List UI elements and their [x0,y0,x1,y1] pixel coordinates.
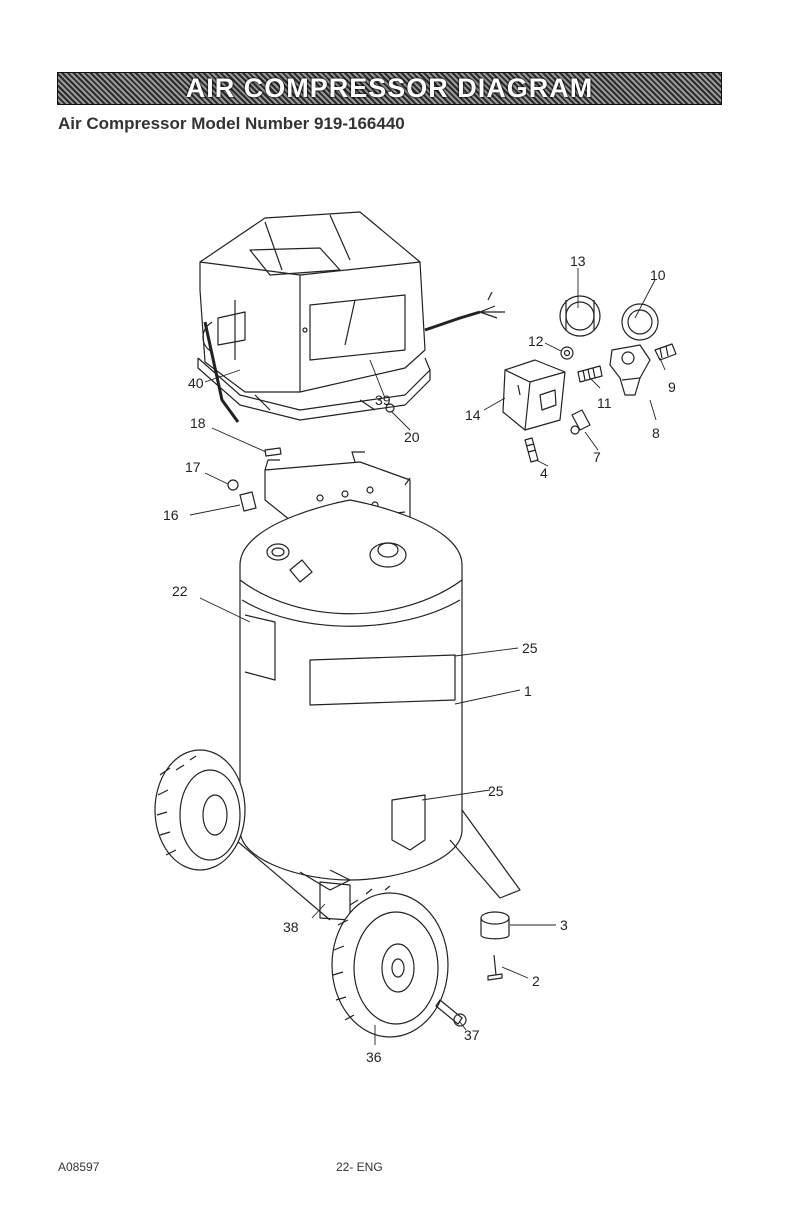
nut-12 [561,347,573,359]
callout-38: 38 [283,919,299,935]
callout-18: 18 [190,415,206,431]
callout-7: 7 [593,449,601,465]
callout-3: 3 [560,917,568,933]
callout-11: 11 [597,395,612,411]
callout-40: 40 [188,375,204,391]
rubber-foot-3 [481,912,509,939]
callout-9: 9 [668,379,676,395]
callout-37: 37 [464,1027,480,1043]
gauge-13 [560,296,600,336]
callout-12: 12 [528,333,544,349]
callout-22: 22 [172,583,188,599]
callout-16: 16 [163,507,179,523]
wheel-left [155,750,245,870]
pressure-switch [503,360,565,430]
callout-20: 20 [404,429,420,445]
fitting-16 [240,492,256,511]
page-number: 22- ENG [336,1160,383,1174]
callout-39: 39 [375,392,391,408]
callout-4: 4 [540,465,548,481]
callout-36: 36 [366,1049,382,1065]
fitting-9 [655,344,676,360]
callout-17: 17 [185,459,201,475]
document-code: A08597 [58,1160,99,1174]
callout-2: 2 [532,973,540,989]
air-tank [240,500,462,880]
callout-10: 10 [650,267,666,283]
callout-25-upper: 25 [522,640,538,656]
callout-25-lower: 25 [488,783,504,799]
nipple-4 [525,438,538,462]
fitting-17 [228,480,238,490]
motor-shroud [198,212,505,422]
safety-valve-7 [571,410,590,434]
callout-13: 13 [570,253,586,269]
callout-1: 1 [524,683,532,699]
callout-8: 8 [652,425,660,441]
clip-18 [265,448,281,456]
axle-bolt-37 [436,1000,466,1026]
callout-14: 14 [465,407,481,423]
bolt-2 [488,955,502,980]
nipple-11 [578,366,602,382]
regulator-8 [610,345,650,395]
